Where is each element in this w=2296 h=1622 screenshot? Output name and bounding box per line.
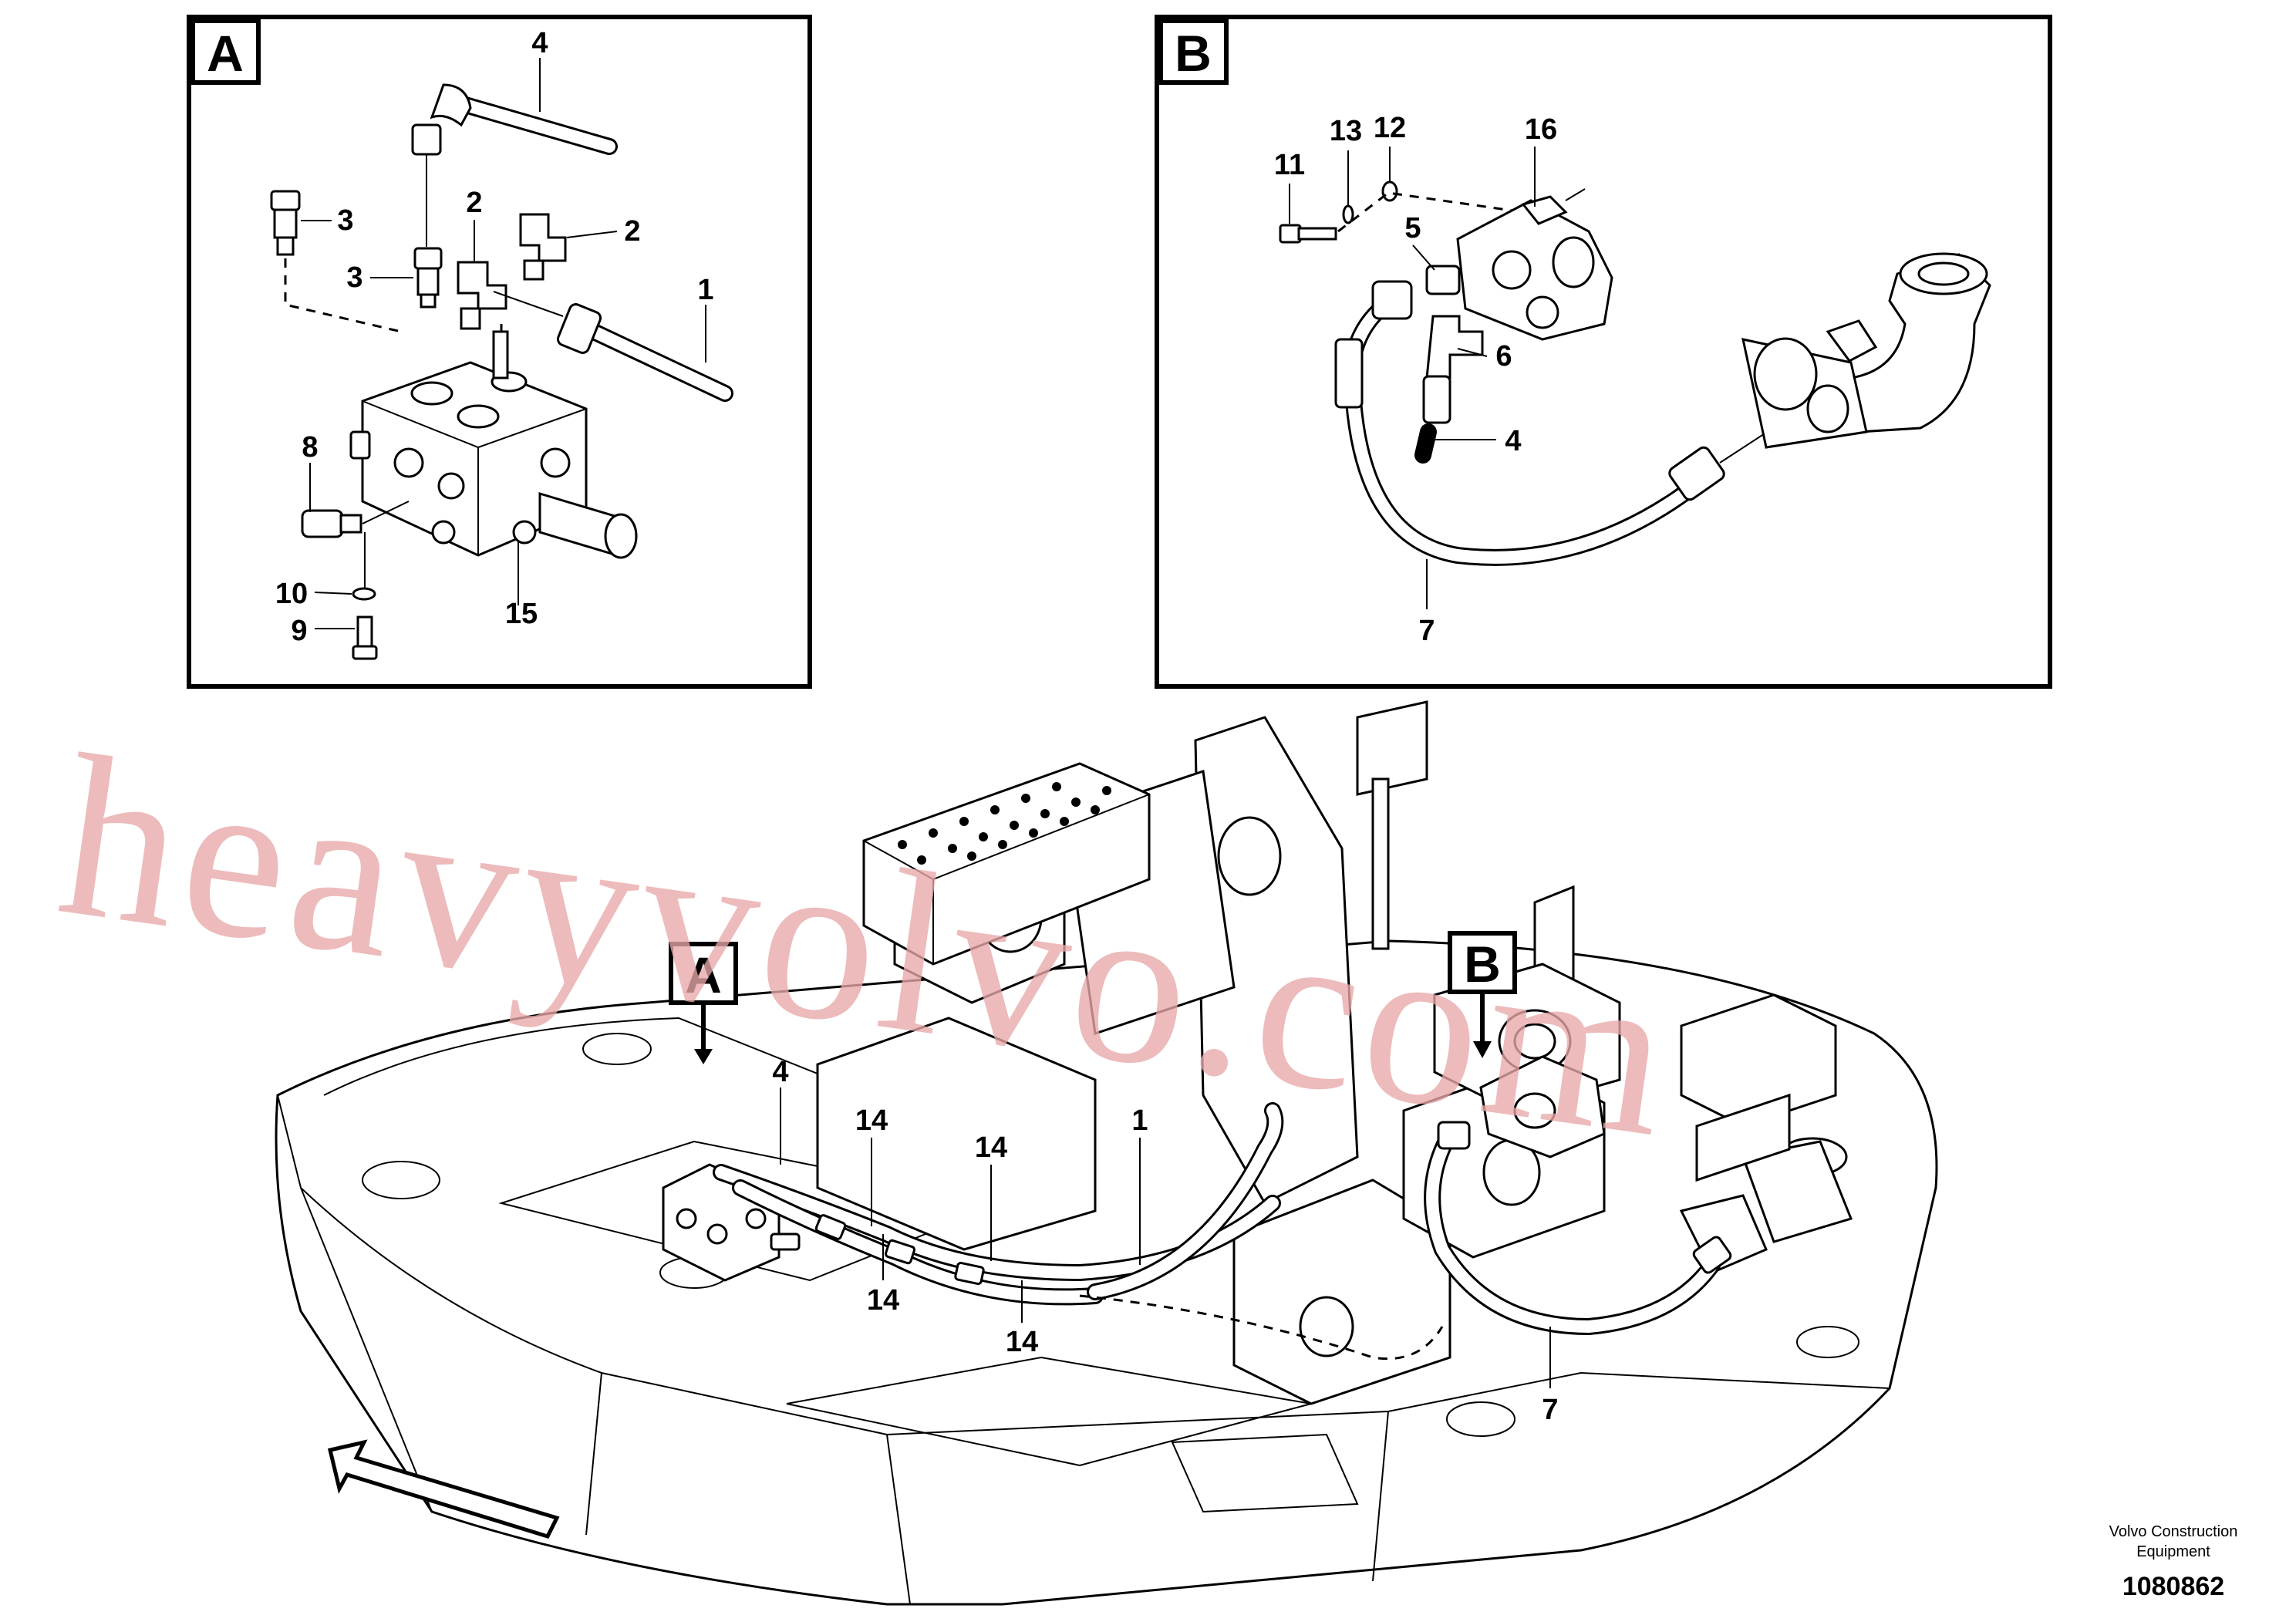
callout-a-9: 9	[291, 615, 307, 647]
main-assembly-view: A B 4 14 14 1 14 14 14 7	[275, 700, 1938, 1606]
brand-line-2: Equipment	[2136, 1543, 2210, 1560]
callout-a-15: 15	[505, 598, 538, 630]
callout-main-4: 4	[772, 1056, 788, 1088]
brand-line-1: Volvo Construction	[2109, 1523, 2238, 1540]
front-direction-arrow	[327, 1439, 560, 1539]
panel-b-letter-box	[1158, 19, 1229, 85]
callout-main-14-b: 14	[975, 1131, 1007, 1164]
callout-b-12: 12	[1374, 112, 1406, 144]
panel-b-letter: B	[1175, 25, 1212, 82]
detail-panel-b: B	[1155, 15, 2052, 689]
callout-b-11: 11	[1274, 149, 1305, 181]
callout-main-14-a: 14	[855, 1104, 888, 1137]
callout-a-10: 10	[275, 578, 308, 610]
callout-a-8: 8	[302, 431, 318, 464]
callout-b-5: 5	[1404, 212, 1421, 244]
callout-a-4: 4	[531, 27, 548, 59]
callout-main-14-d: 14	[1006, 1326, 1038, 1358]
callout-b-13: 13	[1330, 115, 1362, 147]
view-marker-b: B	[1464, 936, 1501, 993]
drawing-number: 1080862	[2122, 1572, 2224, 1601]
callout-a-2-left: 2	[466, 187, 482, 219]
view-marker-a: A	[685, 946, 722, 1003]
detail-panel-a: A	[187, 15, 812, 689]
callout-a-3-top: 3	[337, 204, 353, 237]
callout-b-16: 16	[1525, 113, 1557, 146]
callout-b-6: 6	[1495, 340, 1512, 373]
callout-b-4: 4	[1505, 425, 1521, 457]
callout-main-1: 1	[1131, 1104, 1148, 1137]
view-marker-b-box	[1448, 931, 1517, 994]
callout-a-3: 3	[346, 261, 362, 294]
panel-a-letter-box	[190, 19, 261, 85]
callout-b-7: 7	[1418, 615, 1435, 647]
callout-a-2-right: 2	[624, 215, 640, 248]
callout-a-1: 1	[697, 274, 713, 306]
callout-main-14-c: 14	[867, 1284, 899, 1317]
panel-a-letter: A	[207, 25, 244, 82]
callout-main-7: 7	[1542, 1394, 1558, 1426]
